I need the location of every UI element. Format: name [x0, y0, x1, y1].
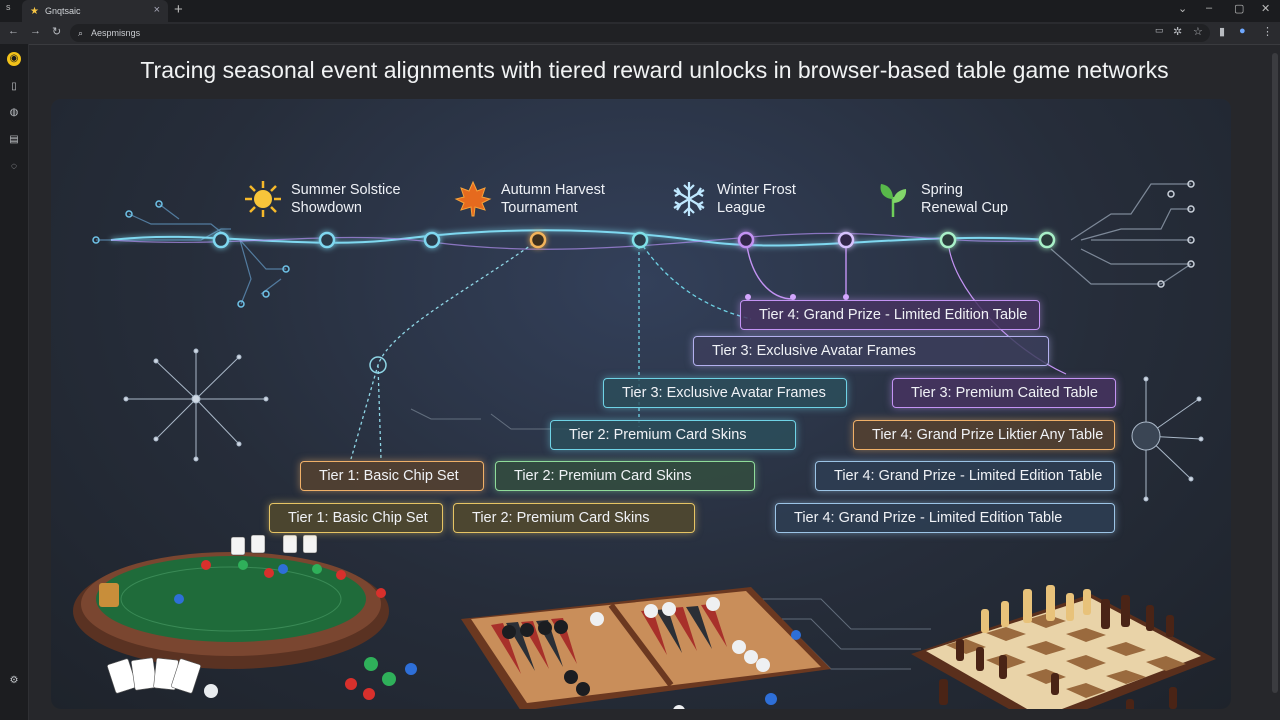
side-bar: ◉ ▯ ◍ ▤ ◌ ⚙ — [0, 44, 29, 720]
backgammon-board-illustration — [461, 587, 831, 709]
sidebar-bookmarks-icon[interactable]: ▤ — [9, 134, 19, 145]
tier-box[interactable]: Tier 2: Premium Card Skins — [550, 420, 796, 450]
tier-box[interactable]: Tier 2: Premium Card Skins — [495, 461, 755, 491]
sidebar-home-icon[interactable]: ◉ — [7, 52, 21, 66]
search-icon: ⌕ — [78, 27, 84, 38]
side-panel-icon[interactable]: ▮ — [1219, 26, 1226, 38]
circuit-traces-left — [96, 203, 286, 305]
screenshot-icon[interactable]: ▭ — [1155, 25, 1164, 35]
tier-box[interactable]: Tier 4: Grand Prize - Limited Edition Ta… — [740, 300, 1040, 330]
maple-leaf-icon — [454, 180, 492, 217]
event-line-2: Renewal Cup — [921, 200, 1009, 216]
sun-icon — [245, 181, 281, 217]
burst-left — [123, 348, 269, 462]
timeline-line — [110, 229, 1052, 247]
network-diagram — [73, 180, 1216, 709]
circuit-nodes-left — [92, 200, 290, 308]
favicon-star-icon: ★ — [30, 5, 39, 17]
new-tab-button[interactable]: + — [174, 1, 183, 18]
sidebar-search-icon[interactable]: ◌ — [11, 161, 17, 172]
tier-box[interactable]: Tier 4: Grand Prize Liktier Any Table — [853, 420, 1115, 450]
burst-right — [1131, 376, 1204, 502]
scrollbar[interactable] — [1272, 53, 1278, 693]
profile-icon[interactable]: ● — [1239, 25, 1246, 37]
back-arrow-icon[interactable]: ← — [8, 25, 19, 37]
tier-box[interactable]: Tier 3: Exclusive Avatar Frames — [693, 336, 1049, 366]
sidebar-reading-list-icon[interactable]: ▯ — [11, 81, 17, 92]
browser-toolbar: ← → ↻ ⌕ Aespmisngs ▭ ✲ ☆ ▮ ● ⋮ — [0, 22, 1280, 45]
event-line-2: Tournament — [501, 200, 578, 216]
timeline-nodes — [212, 231, 1056, 249]
event-line-1: Autumn Harvest — [501, 182, 605, 198]
page-title: Tracing seasonal event alignments with t… — [140, 57, 1169, 83]
snowflake-icon — [673, 182, 705, 216]
circuit-traces-right — [1050, 183, 1192, 285]
window-close-icon[interactable]: ✕ — [1261, 3, 1271, 15]
tier-box[interactable]: Tier 1: Basic Chip Set — [300, 461, 484, 491]
poker-table-illustration — [73, 534, 417, 700]
address-bar[interactable]: ⌕ Aespmisngs — [70, 24, 1210, 42]
tier-box[interactable]: Tier 3: Premium Caited Table — [892, 378, 1116, 408]
event-line-1: Summer Solstice — [291, 182, 401, 198]
address-text: Aespmisngs — [91, 28, 141, 38]
chess-board-illustration — [911, 585, 1216, 709]
menu-kebab-icon[interactable]: ⋮ — [1262, 26, 1273, 38]
tier-box[interactable]: Tier 1: Basic Chip Set — [269, 503, 443, 533]
tier-box[interactable]: Tier 4: Grand Prize - Limited Edition Ta… — [775, 503, 1115, 533]
reload-icon[interactable]: ↻ — [52, 26, 62, 38]
junction-node — [369, 356, 387, 374]
sidebar-settings-icon[interactable]: ⚙ — [9, 675, 19, 686]
tier-box[interactable]: Tier 4: Grand Prize - Limited Edition Ta… — [815, 461, 1115, 491]
tab-search-icon[interactable]: s — [6, 2, 11, 12]
maximize-icon[interactable]: ▢ — [1234, 3, 1245, 15]
browser-tab[interactable]: ★ Gnqtsaic × — [22, 0, 168, 22]
bookmark-star-icon[interactable]: ☆ — [1193, 26, 1203, 38]
minimize-icon[interactable]: – — [1206, 2, 1213, 14]
sprout-icon — [880, 184, 907, 217]
tier-box[interactable]: Tier 2: Premium Card Skins — [453, 503, 695, 533]
event-line-2: Showdown — [291, 200, 362, 216]
page-content: Tracing seasonal event alignments with t… — [29, 45, 1280, 720]
tab-title: Gnqtsaic — [44, 6, 81, 16]
sidebar-history-icon[interactable]: ◍ — [9, 107, 19, 118]
event-line-2: League — [717, 200, 766, 216]
connector-dots — [745, 294, 849, 300]
event-line-1: Spring — [921, 182, 963, 198]
extensions-icon[interactable]: ✲ — [1173, 26, 1183, 38]
tab-list-chevron-icon[interactable]: ⌄ — [1178, 3, 1188, 15]
tab-strip: s ★ Gnqtsaic × + ⌄ – ▢ ✕ — [0, 0, 1280, 22]
close-tab-icon[interactable]: × — [153, 4, 160, 16]
tier-box[interactable]: Tier 3: Exclusive Avatar Frames — [603, 378, 847, 408]
forward-arrow-icon[interactable]: → — [30, 25, 41, 37]
event-line-1: Winter Frost — [717, 182, 796, 198]
circuit-nodes-right — [1157, 180, 1195, 288]
